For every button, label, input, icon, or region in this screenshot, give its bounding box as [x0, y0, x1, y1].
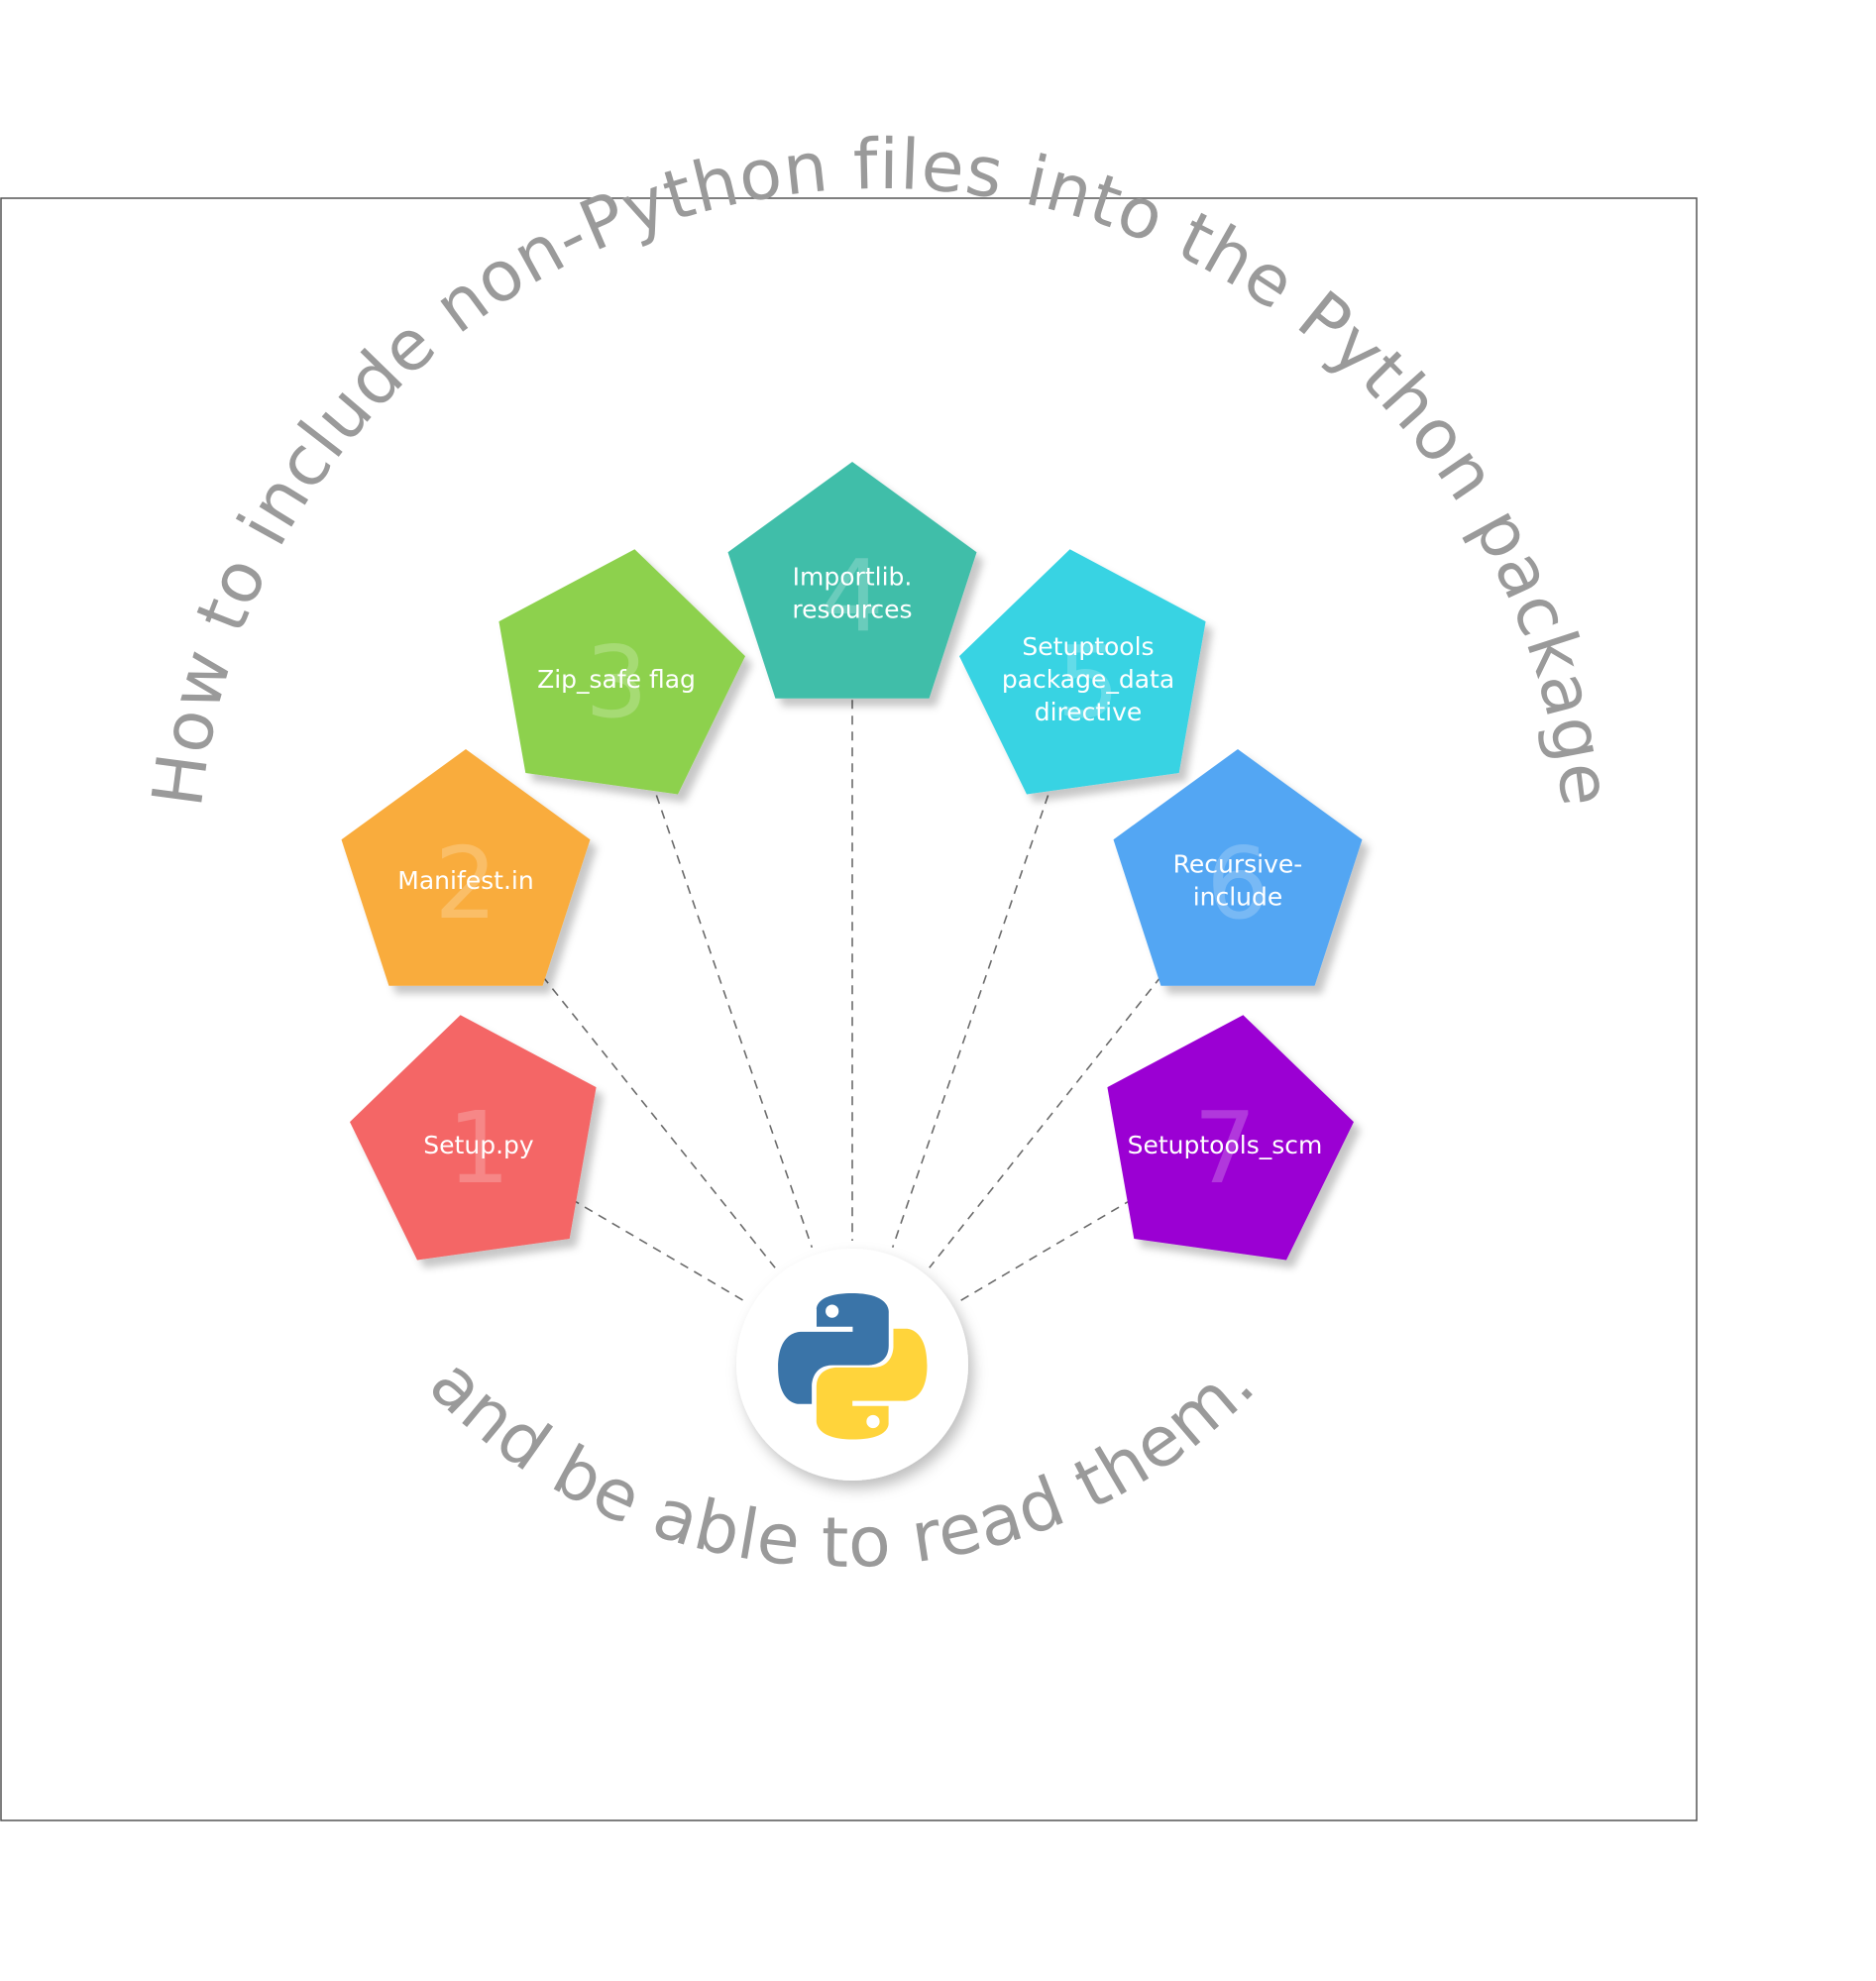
pentagon-label-line: Recursive-	[1173, 850, 1303, 879]
pentagon-label: Manifest.in	[397, 866, 533, 895]
connector-line-5	[891, 780, 1054, 1249]
connector-lines	[531, 700, 1172, 1303]
pentagon-label-line: directive	[1035, 698, 1143, 726]
pentagon-label-line: Manifest.in	[397, 866, 533, 895]
pentagon-label: Recursive-include	[1173, 850, 1303, 912]
pentagon-label-line: Importlib.	[793, 563, 913, 592]
pentagon-label-line: include	[1193, 883, 1283, 912]
pentagon-number: 3	[585, 624, 648, 740]
pentagon-shape	[727, 462, 977, 699]
pentagon-label: Setuptools package_data directive	[1002, 632, 1174, 726]
python-logo-icon	[778, 1293, 928, 1440]
pentagon-shape	[1113, 749, 1363, 986]
pentagon-label-line: Zip_safe flag	[537, 665, 696, 694]
pentagon-label: Importlib. resources	[792, 563, 912, 624]
pentagon-shape	[1107, 1015, 1354, 1261]
pentagon-label: Setuptools_scm	[1128, 1131, 1323, 1159]
pentagon-label-line: resources	[792, 596, 912, 624]
pentagon-number: 5	[1056, 624, 1120, 740]
connector-line-1	[570, 1198, 746, 1303]
pentagon-shape	[341, 749, 591, 986]
pentagon-label-line: package_data	[1002, 665, 1174, 694]
pentagon-shape	[350, 1015, 597, 1261]
pentagon-label-line: Setuptools_scm	[1128, 1131, 1323, 1159]
pentagon-number: 2	[434, 825, 497, 941]
pentagon-label: Setup.py	[423, 1131, 534, 1159]
frame-border	[0, 197, 1698, 1821]
pentagon-label-line: Setup.py	[423, 1131, 534, 1159]
connector-line-2	[531, 963, 776, 1268]
pentagon-number: 4	[821, 538, 884, 654]
pentagon-label: Zip_safe flag	[537, 665, 696, 694]
connector-line-6	[929, 963, 1172, 1268]
python-hub	[736, 1249, 968, 1481]
connector-line-7	[958, 1198, 1134, 1303]
pentagon-number: 6	[1206, 825, 1269, 941]
connector-line-3	[650, 780, 814, 1249]
pentagon-number: 7	[1193, 1090, 1257, 1206]
pentagon-label-line: Setuptools	[1022, 632, 1154, 661]
pentagon-shape	[959, 549, 1206, 795]
pentagon-shape	[498, 549, 745, 795]
pentagon-number: 1	[447, 1090, 510, 1206]
diagram-title: How to include non-Python files into the…	[137, 124, 1627, 812]
